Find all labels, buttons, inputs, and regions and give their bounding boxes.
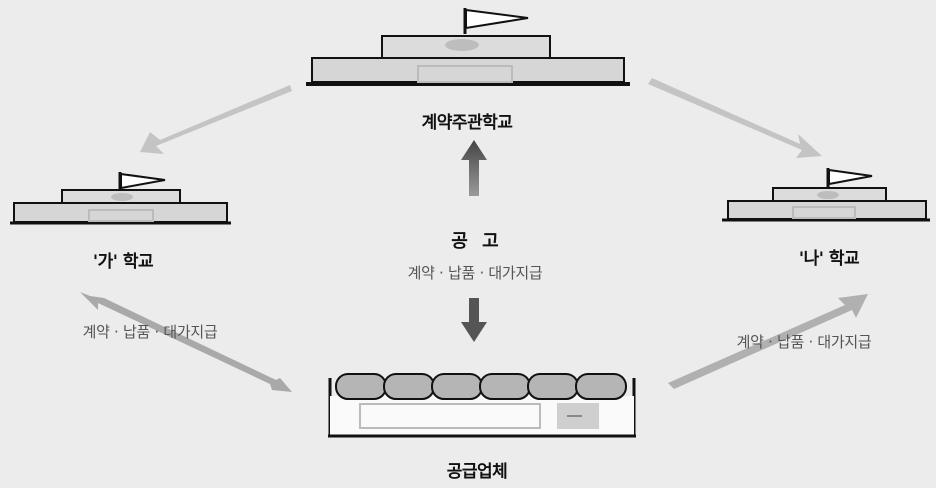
arrow-bottom-left — [80, 292, 292, 392]
notice-label: 공 고 — [451, 231, 503, 252]
contract-school-label: 계약주관학교 — [421, 113, 513, 133]
left-edge-label: 계약 · 납품 · 대가지급 — [82, 323, 218, 341]
arrow-top-left — [140, 85, 292, 154]
school-a-label: '가' 학교 — [92, 252, 154, 272]
arrow-top-right — [648, 78, 822, 158]
school-a-building — [10, 172, 231, 225]
center-flow-label: 계약 · 납품 · 대가지급 — [407, 264, 543, 282]
supplier-building — [328, 373, 636, 438]
up-arrow — [461, 140, 487, 196]
right-edge-label: 계약 · 납품 · 대가지급 — [736, 333, 872, 351]
school-b-building — [722, 168, 930, 222]
supplier-label: 공급업체 — [446, 462, 508, 482]
school-b-label: '나' 학교 — [798, 249, 860, 269]
arrow-bottom-right — [668, 294, 868, 389]
contract-school-building — [306, 8, 630, 86]
down-arrow — [461, 298, 487, 342]
